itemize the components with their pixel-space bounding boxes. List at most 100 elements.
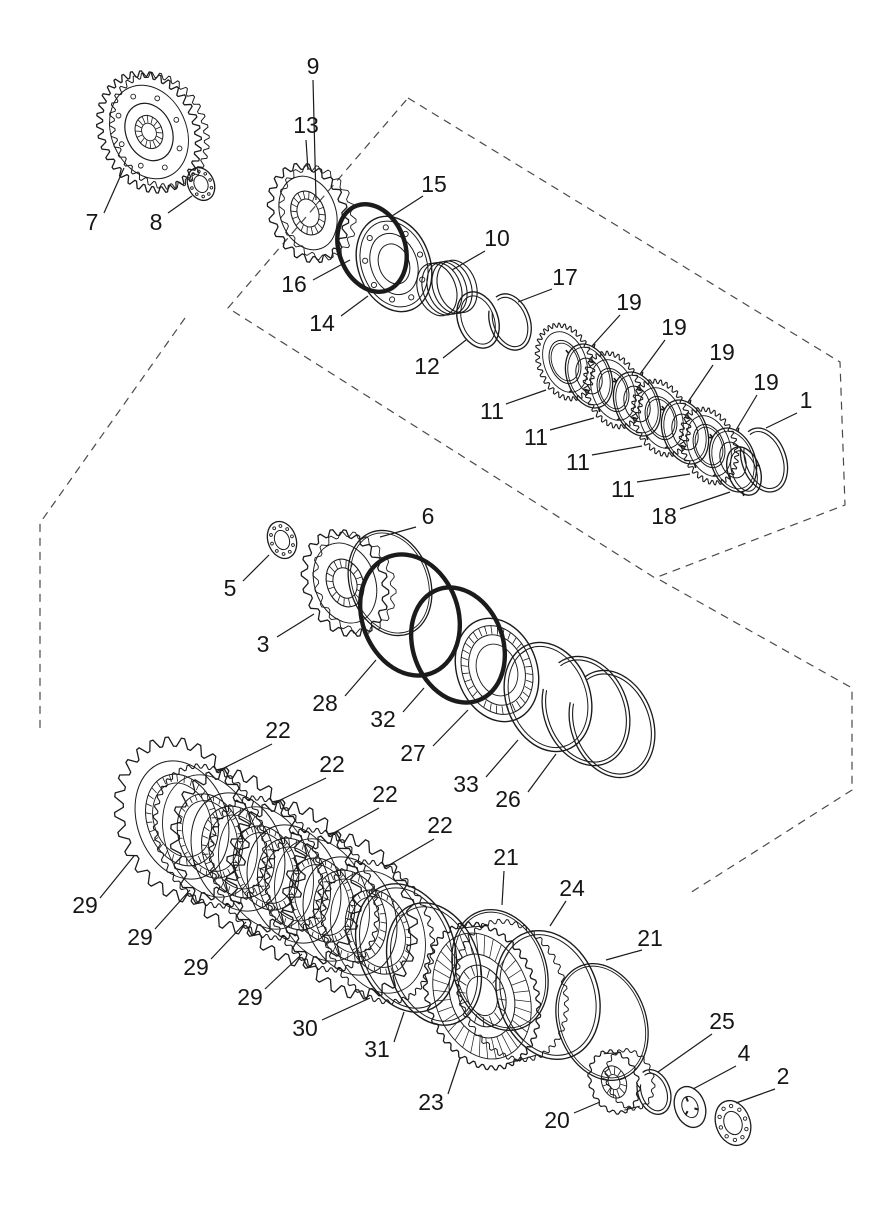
leader-line-11 [505,389,547,405]
upper-assembly-boundary [227,97,846,579]
part-label-5: 5 [224,575,237,601]
part-label-15: 15 [421,171,447,197]
leader-line-29 [154,889,191,930]
part-18-wave-plate [726,446,762,496]
leader-line-29 [99,855,135,899]
leader-line-7 [103,167,125,214]
part-label-13: 13 [293,112,319,138]
part-label-30: 30 [292,1015,318,1041]
leader-line-21 [605,949,643,961]
leader-line-22 [271,777,327,805]
part-11-friction-disc [582,350,644,430]
part-label-17: 17 [552,264,578,290]
part-label-28: 28 [312,690,338,716]
part-26-snap-ring [541,655,631,767]
part-24-large-ring [495,929,601,1061]
part-5-thrust-bearing [266,520,298,560]
part-29-toothed-plate [169,768,307,936]
leader-line-27 [432,709,469,747]
part-14-piston-housing [355,215,433,313]
leader-line-26 [527,753,557,793]
part-13-clutch-hub-gear [266,162,357,264]
leader-line-8 [167,195,193,214]
leader-line-17 [517,288,553,303]
part-label-14: 14 [309,310,335,336]
leader-line-10 [451,250,486,271]
part-label-6: 6 [422,503,435,529]
leader-line-12 [442,339,467,359]
leader-line-23 [447,1057,461,1095]
leader-line-22 [383,838,435,869]
part-label-8: 8 [150,209,163,235]
part-label-19: 19 [753,369,779,395]
leader-line-19 [591,314,621,347]
leader-line-13 [305,139,309,171]
part-label-29: 29 [183,954,209,980]
leader-line-19 [639,339,666,375]
leader-line-4 [692,1065,737,1090]
part-label-12: 12 [414,353,440,379]
part-29-toothed-plate [225,800,363,968]
leader-line-3 [276,613,315,638]
part-31-apply-plate [385,902,483,1026]
part-28-bold-sealing-ring [357,552,463,678]
part-15-bold-ring [335,202,409,294]
leader-line-9 [312,79,317,201]
leader-line-15 [391,195,424,217]
part-label-23: 23 [418,1089,444,1115]
part-label-4: 4 [738,1040,751,1066]
part-23-clutch-drum [422,918,569,1071]
leader-line-21 [501,870,505,906]
part-label-22: 22 [427,812,453,838]
part-22-friction-plate [320,859,436,1005]
part-label-20: 20 [544,1107,570,1133]
part-label-24: 24 [559,875,585,901]
part-label-27: 27 [400,740,426,766]
leader-line-19 [687,364,714,403]
part-label-29: 29 [72,892,98,918]
part-8-needle-bearing [186,166,216,202]
part-label-33: 33 [453,771,479,797]
leader-line-6 [379,526,417,538]
part-12-retainer-ring [456,291,500,349]
part-label-22: 22 [265,717,291,743]
leader-line-22 [327,807,380,837]
leader-line-11 [591,445,643,456]
part-20-splined-hub [587,1048,656,1115]
leader-line-28 [344,659,377,697]
part-label-3: 3 [257,631,270,657]
part-label-18: 18 [651,503,677,529]
part-10-coil-spring [416,259,478,317]
part-label-22: 22 [372,781,398,807]
part-6-thin-ring [347,529,433,637]
part-label-19: 19 [709,339,735,365]
leader-line-11 [636,473,691,483]
part-label-1: 1 [800,387,813,413]
part-label-21: 21 [637,925,663,951]
part-label-16: 16 [281,271,307,297]
middle-left-boundary [39,317,186,732]
leader-line-5 [242,554,270,582]
part-7-geared-drum [95,70,210,194]
leader-line-2 [735,1088,776,1104]
part-11-friction-disc [678,406,740,486]
leader-line-20 [573,1101,601,1114]
leader-line-30 [321,997,371,1021]
part-label-11: 11 [611,476,635,502]
part-label-11: 11 [524,424,548,450]
part-label-32: 32 [370,706,396,732]
part-2-roller-bearing [714,1099,752,1147]
part-4-tabbed-washer [673,1085,707,1129]
part-label-31: 31 [364,1036,390,1062]
part-27-sprag-ring [454,617,540,723]
part-label-19: 19 [616,289,642,315]
part-label-7: 7 [86,209,99,235]
lower-right-boundary [659,579,853,894]
part-29-toothed-plate [281,832,419,1000]
leader-line-33 [485,739,519,778]
leader-line-1 [765,412,798,429]
leader-line-32 [402,687,425,713]
part-11-friction-disc [630,378,692,458]
part-21-large-ring [451,909,549,1031]
